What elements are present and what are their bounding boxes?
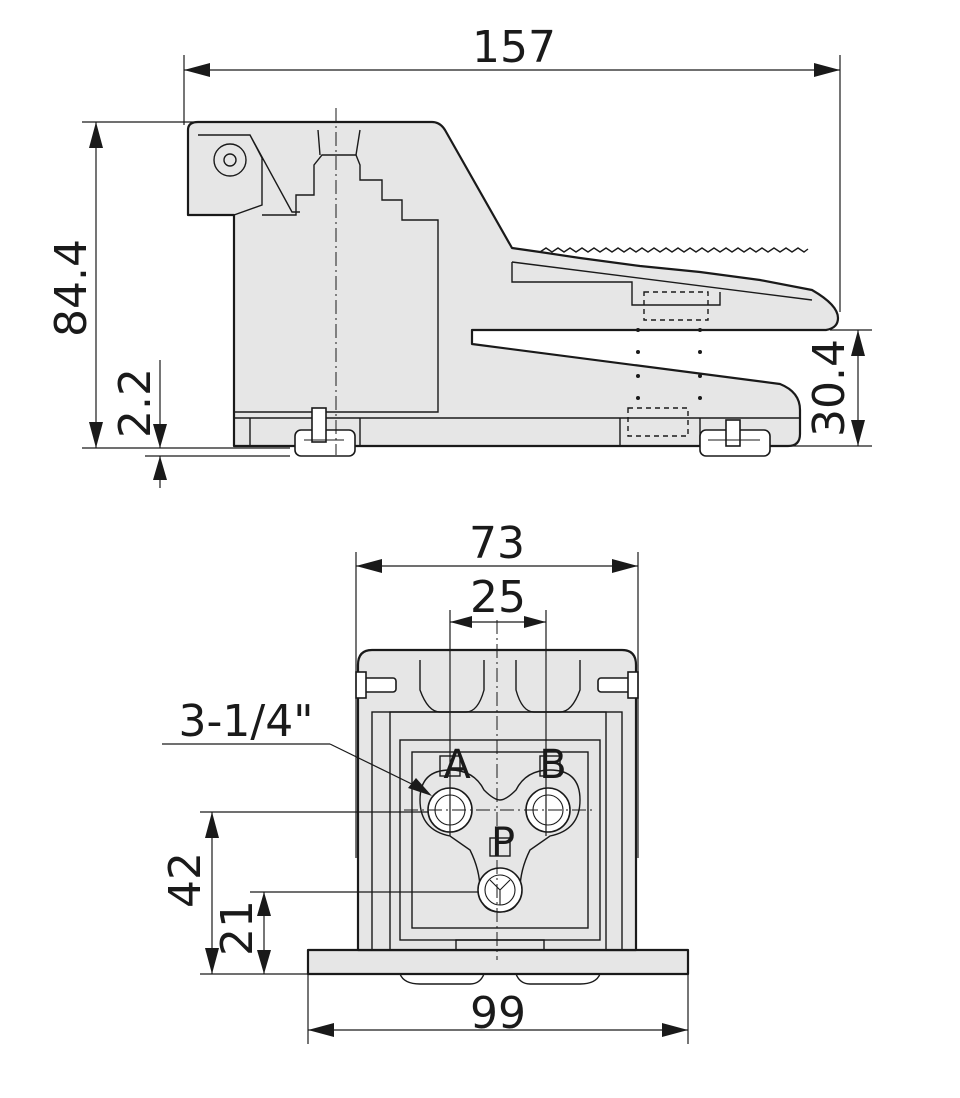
pedal-tread (539, 247, 809, 253)
front-bottom-feet (399, 939, 601, 985)
dim-base-offset-label: 2.2 (110, 368, 161, 438)
dim-base-width-label: 99 (470, 988, 526, 1039)
hinge-pin-outer (213, 143, 247, 177)
port-b-marker (539, 755, 561, 777)
front-base-plate (306, 948, 690, 976)
dim-port-row-height-label: 42 (160, 852, 211, 908)
dim-front-height-label: 30.4 (804, 339, 855, 437)
dim-inlet-height-label: 21 (212, 900, 263, 956)
dim-overall-length: 157 (183, 22, 841, 312)
port-a-label: A (443, 742, 471, 788)
hinge-pin-inner (223, 153, 237, 167)
base-plate-lines (234, 417, 800, 446)
front-port-plate-inner (411, 751, 589, 929)
dim-overall-height: 84.4 (46, 121, 290, 449)
front-frame-2 (389, 711, 607, 951)
valve-body-inner (234, 154, 439, 413)
dim-port-row-height: 42 (160, 811, 428, 975)
pedal-inner-line (511, 261, 813, 306)
dim-base-width: 99 (307, 974, 689, 1044)
port-b-label: B (539, 742, 566, 788)
hinge-bracket (198, 134, 300, 216)
side-mount-screw-right (699, 419, 771, 457)
side-view: 157 84.4 2.2 30.4 (46, 22, 872, 488)
dim-inlet-height: 21 (212, 891, 478, 974)
dim-overall-length-label: 157 (472, 22, 556, 73)
side-mount-screw-left (294, 407, 356, 457)
port-p (477, 867, 523, 913)
dim-port-spacing: 25 (449, 572, 547, 836)
thread-callout-label: 3-1/4" (179, 696, 314, 747)
dim-front-height: 30.4 (790, 329, 872, 447)
dim-top-width-label: 73 (469, 518, 525, 569)
front-view: A B P 73 25 (160, 518, 690, 1044)
side-body-outline (186, 120, 840, 448)
dim-overall-height-label: 84.4 (46, 239, 97, 337)
port-p-label: P (491, 820, 515, 866)
thread-callout: 3-1/4" (162, 696, 432, 796)
valve-stem-top (317, 129, 361, 156)
front-side-screw-left (355, 671, 397, 699)
dim-top-width: 73 (355, 518, 639, 858)
hidden-guide-dots (636, 328, 702, 400)
hidden-slot-bottom (627, 407, 689, 437)
hidden-slot-top (643, 291, 709, 321)
port-p-marker (489, 837, 511, 857)
dim-port-spacing-label: 25 (470, 572, 526, 623)
dim-base-offset: 2.2 (110, 360, 290, 488)
